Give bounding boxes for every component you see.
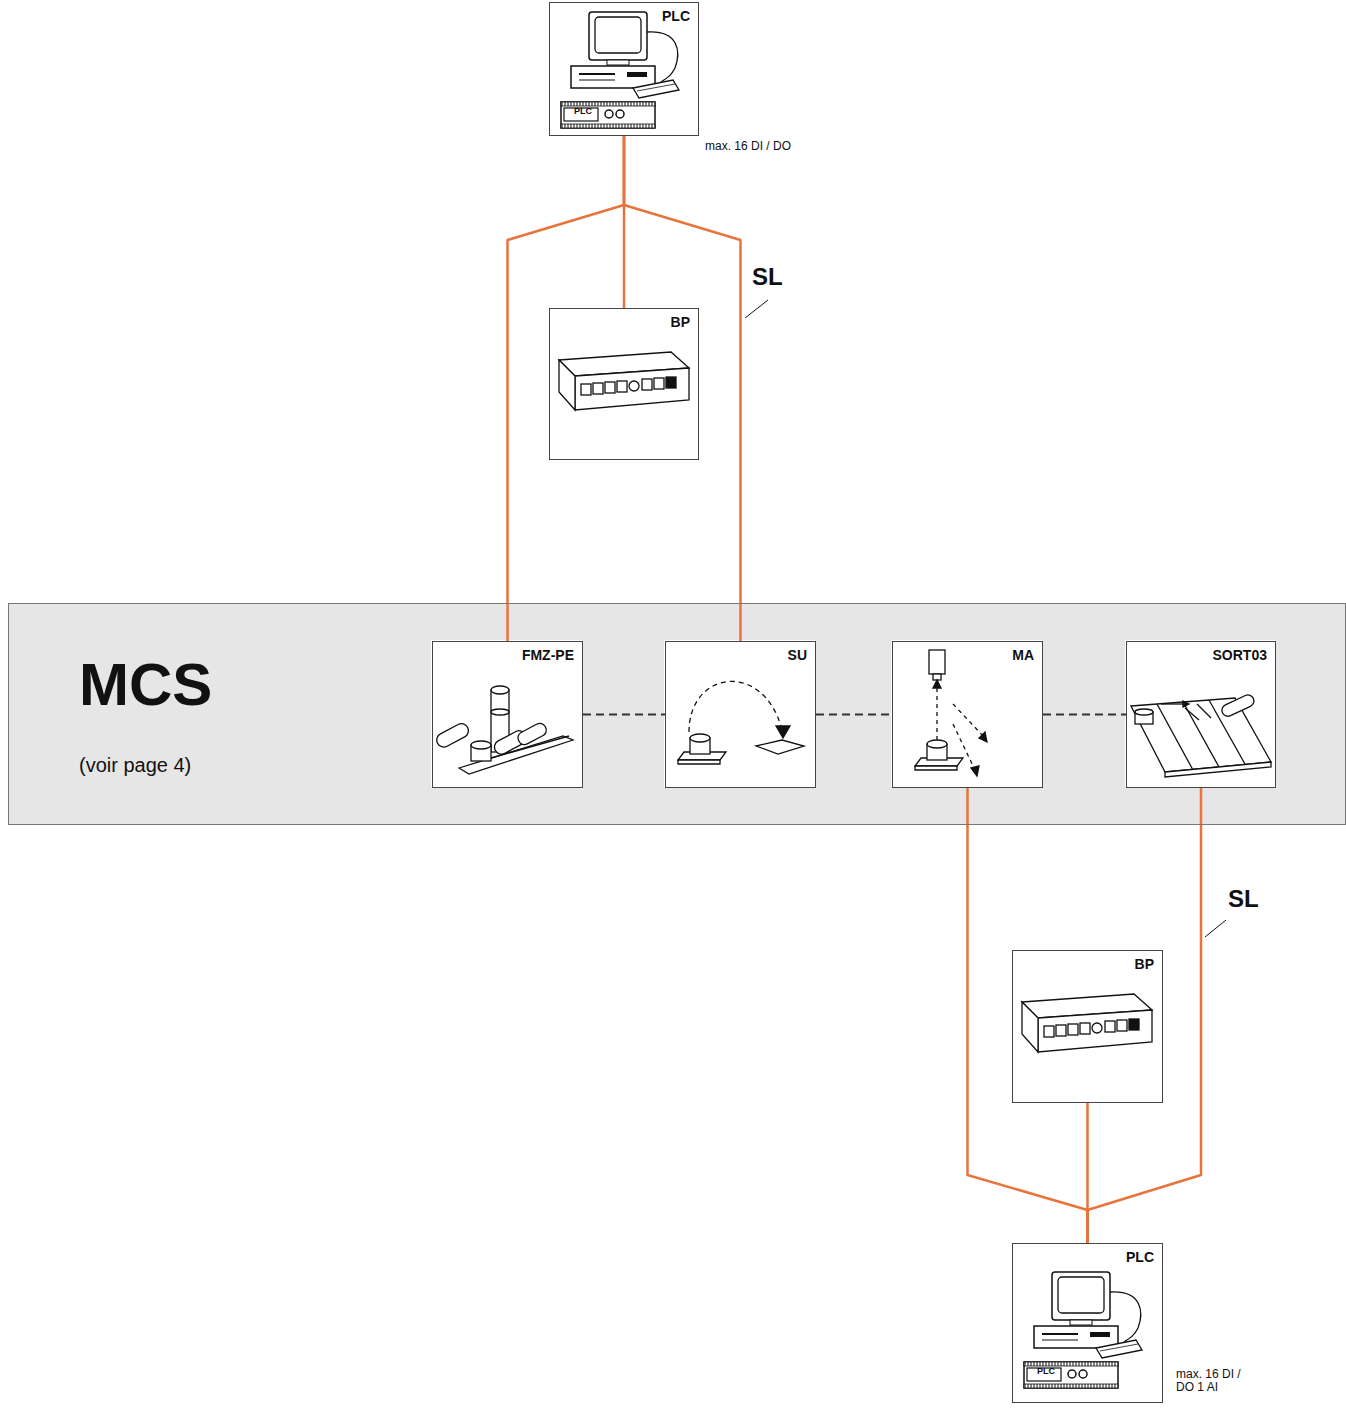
band-note: (voir page 4) [79,754,191,777]
panel-box: BP [549,308,699,460]
controller-box: PLC [549,2,699,136]
io-note: max. 16 DI / DO [705,140,795,153]
box-heading: BP [671,314,690,330]
module-text: PLC [1028,1367,1064,1377]
station-box: MA [892,641,1043,788]
handling-icon [678,681,804,764]
io-note: max. 16 DI / DO 1 AI [1176,1368,1254,1394]
panel-box: BP [1012,950,1163,1103]
panel-icon [1022,994,1152,1052]
plc-icon [1024,1272,1142,1388]
panel-icon [559,352,689,410]
box-heading: PLC [662,8,690,24]
module-text: PLC [565,107,601,117]
signal-line [508,136,625,641]
signal-line [1088,788,1202,1243]
station-box: SORT03 [1126,641,1276,788]
measuring-icon [915,650,987,776]
transfer-link [816,714,892,715]
plc-icon [561,12,679,128]
signal-line [624,136,741,641]
band-title: MCS [79,650,212,719]
leader-line [1205,920,1226,937]
feeder-icon [434,686,573,774]
system-band: MCS (voir page 4) FMZ-PE SU MA SORT03 [8,603,1346,825]
controller-box: PLC [1012,1243,1163,1403]
transfer-link [583,714,665,715]
box-heading: FMZ-PE [522,647,574,663]
sorting-icon [1131,693,1271,777]
leader-line [745,300,768,318]
station-box: FMZ-PE [432,641,583,788]
line-label: SL [1228,886,1259,912]
box-heading: PLC [1126,1249,1154,1265]
box-heading: BP [1135,956,1154,972]
box-heading: SU [788,647,807,663]
line-label: SL [752,264,783,290]
signal-line [968,788,1088,1243]
transfer-link [1043,714,1126,715]
station-box: SU [665,641,816,788]
box-heading: SORT03 [1213,647,1267,663]
box-heading: MA [1012,647,1034,663]
